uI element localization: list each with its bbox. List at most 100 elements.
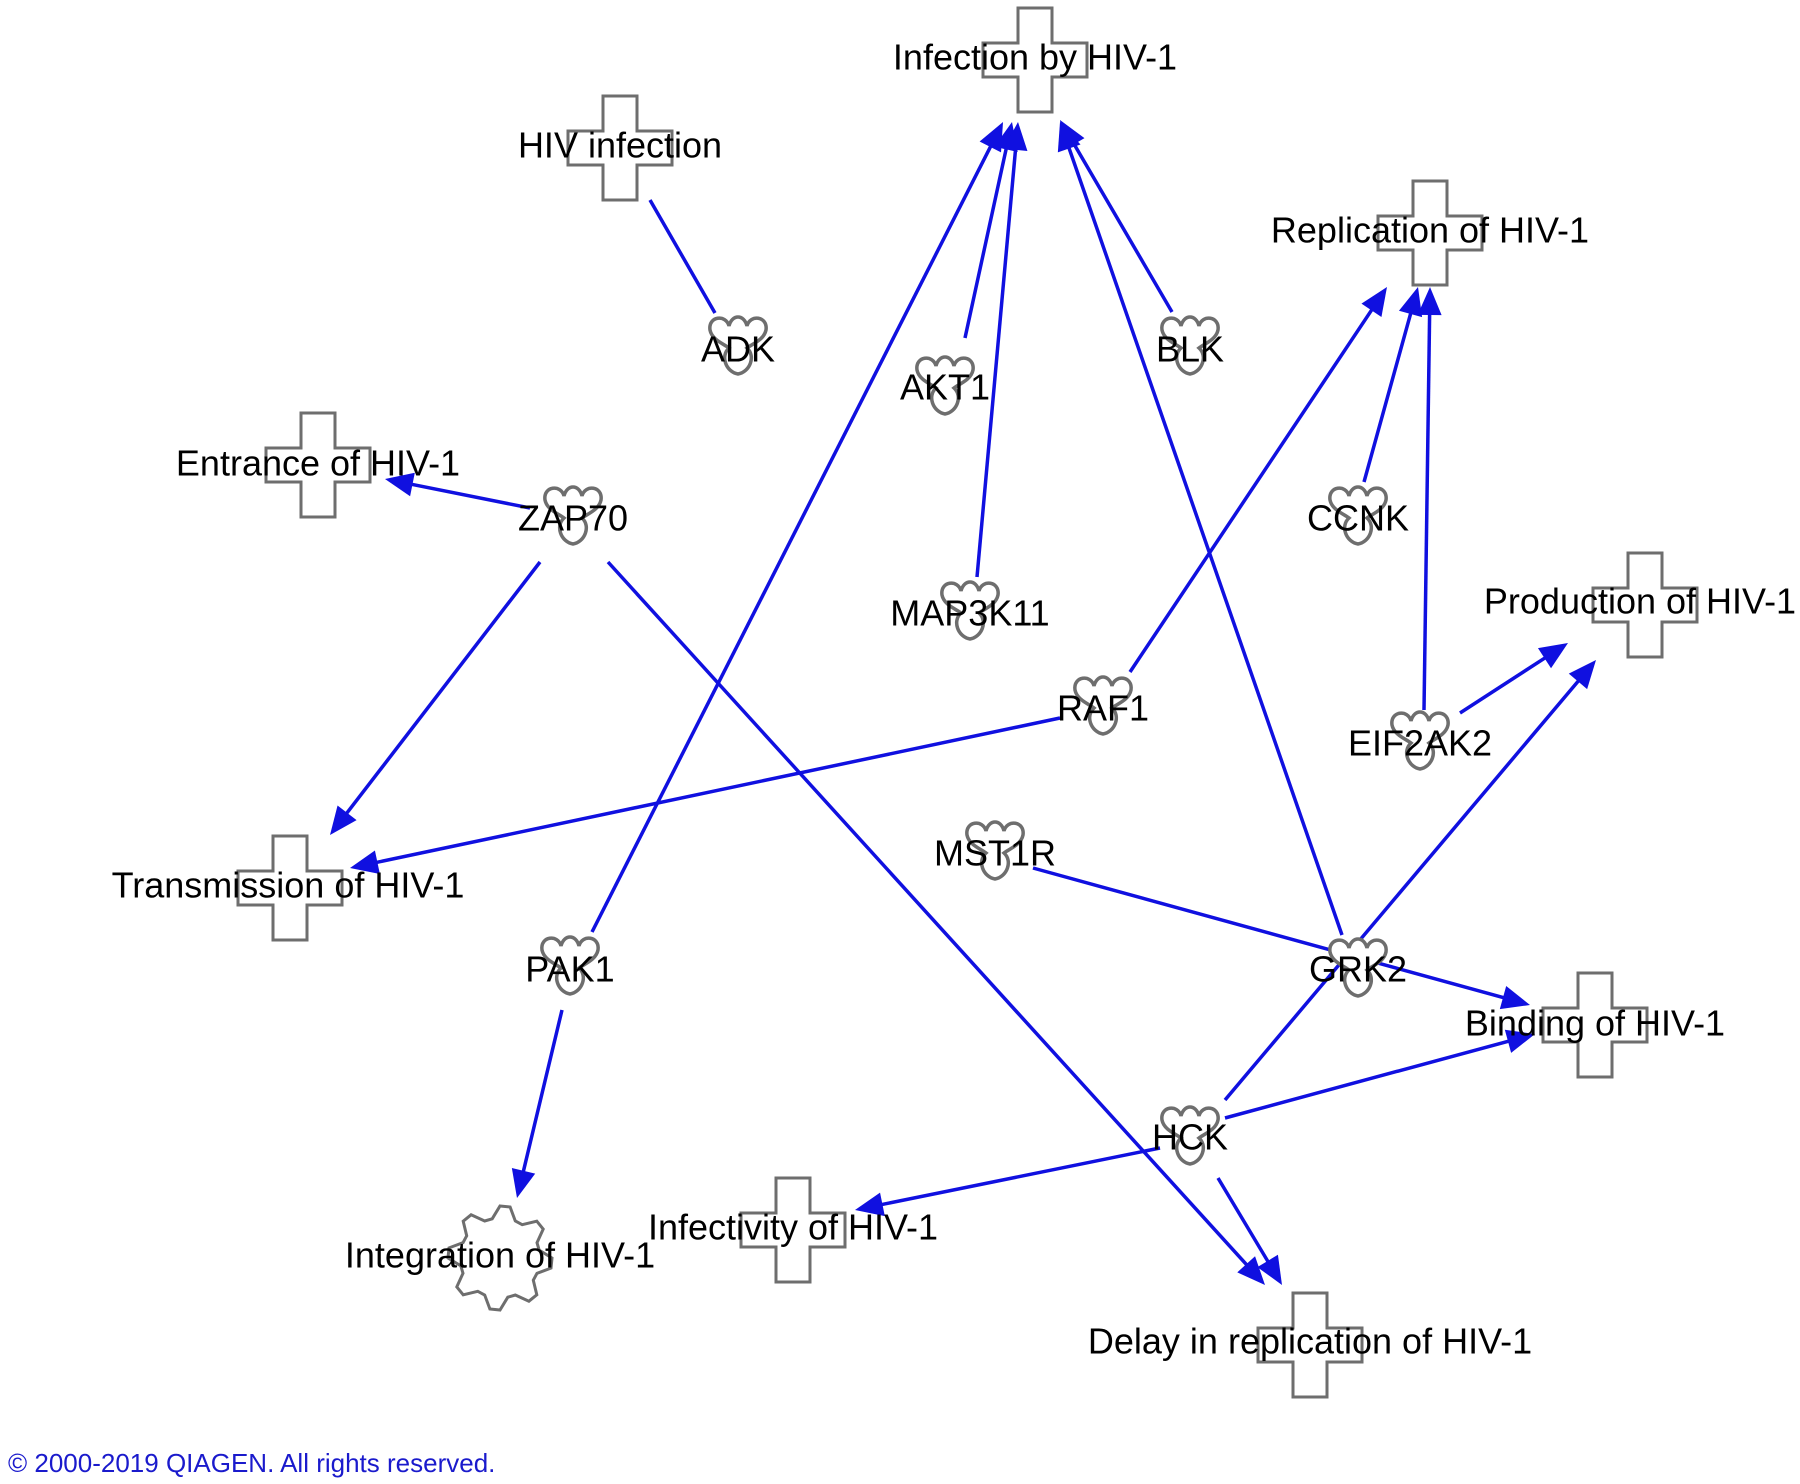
edge-line [975, 145, 1018, 578]
arrowhead [1398, 287, 1423, 318]
edge-line [648, 199, 717, 314]
edge-line [373, 716, 1061, 865]
arrowhead [511, 1167, 536, 1198]
node-label-ccnk: CCNK [1307, 498, 1409, 539]
copyright-notice: © 2000-2019 QIAGEN. All rights reserved. [8, 1448, 496, 1478]
node-shape-ccnk[interactable] [1328, 485, 1388, 546]
edge-zap70-to-delay-in-replication-of-hiv1 [606, 560, 1265, 1285]
node-label-hck: HCK [1152, 1117, 1228, 1158]
node-label-infectivity-of-hiv1: Infectivity of HIV-1 [648, 1207, 938, 1248]
edge-line [590, 142, 994, 933]
node-label-adk: ADK [701, 329, 775, 370]
node-shape-mst1r[interactable] [965, 820, 1025, 881]
node-shape-zap70[interactable] [543, 485, 603, 546]
arrowhead [330, 805, 357, 835]
edge-line [963, 145, 1009, 339]
edge-raf1-to-transmission-of-hiv1 [350, 716, 1061, 874]
node-shape-delay-in-replication-of-hiv1[interactable] [1256, 1291, 1364, 1399]
node-shape-replication-of-hiv1[interactable] [1376, 179, 1484, 287]
edge-pak1-to-infection-by-hiv1 [590, 122, 1003, 933]
edge-line [1066, 144, 1344, 936]
arrowhead [1537, 643, 1568, 669]
node-shape-raf1[interactable] [1073, 675, 1133, 736]
nodes-layer [236, 6, 1699, 1399]
node-label-zap70: ZAP70 [518, 498, 628, 539]
arrowhead [1257, 1254, 1282, 1285]
edge-mst1r-to-binding-of-hiv1 [1032, 866, 1530, 1010]
edge-line [878, 1146, 1161, 1207]
arrowhead [1417, 287, 1442, 316]
edge-line [1362, 309, 1414, 483]
node-shape-infectivity-of-hiv1[interactable] [739, 1176, 847, 1284]
edge-zap70-to-transmission-of-hiv1 [330, 560, 542, 835]
arrowhead [1057, 122, 1081, 153]
edge-line [606, 560, 1251, 1269]
arrowhead [1568, 660, 1596, 690]
edge-line [1070, 139, 1174, 313]
arrowhead [1237, 1256, 1265, 1285]
edge-raf1-to-replication-of-hiv1 [1128, 287, 1387, 673]
node-label-akt1: AKT1 [900, 367, 990, 408]
node-shape-eif2ak2[interactable] [1390, 710, 1450, 771]
node-shape-hiv-infection[interactable] [566, 94, 674, 202]
arrowhead [1499, 985, 1530, 1010]
node-label-infection-by-hiv1: Infection by HIV-1 [893, 37, 1177, 78]
edge-line [1223, 677, 1582, 1102]
edges-layer [330, 120, 1596, 1285]
arrowhead [979, 122, 1003, 153]
edge-hck-to-production-of-hiv1 [1223, 660, 1596, 1102]
edge-eif2ak2-to-production-of-hiv1 [1459, 643, 1568, 715]
node-shape-grk2[interactable] [1328, 937, 1388, 998]
node-label-transmission-of-hiv1: Transmission of HIV-1 [112, 865, 465, 906]
node-label-binding-of-hiv1: Binding of HIV-1 [1465, 1003, 1725, 1044]
node-shape-production-of-hiv1[interactable] [1591, 551, 1699, 659]
arrowhead [855, 1192, 885, 1217]
node-label-integration-of-hiv1: Integration of HIV-1 [345, 1235, 655, 1276]
arrowhead [1003, 122, 1028, 151]
node-shape-transmission-of-hiv1[interactable] [236, 834, 344, 942]
node-label-mst1r: MST1R [934, 833, 1056, 874]
edge-line [1216, 1177, 1272, 1266]
edge-ccnk-to-replication-of-hiv1 [1362, 287, 1423, 483]
node-shape-akt1[interactable] [915, 355, 975, 416]
edge-line [408, 481, 531, 510]
edge-pak1-to-integration-of-hiv1 [511, 1009, 564, 1198]
node-shape-binding-of-hiv1[interactable] [1541, 971, 1649, 1079]
node-label-pak1: PAK1 [525, 949, 614, 990]
edge-hck-to-infectivity-of-hiv1 [855, 1146, 1161, 1217]
node-shape-entrance-of-hiv1[interactable] [264, 411, 372, 519]
edge-grk2-to-infection-by-hiv1 [1057, 122, 1344, 936]
node-label-entrance-of-hiv1: Entrance of HIV-1 [176, 443, 460, 484]
edge-line [1459, 654, 1549, 715]
node-shape-map3k11[interactable] [940, 580, 1000, 641]
arrowhead [1361, 287, 1387, 317]
node-shape-adk[interactable] [708, 315, 768, 376]
node-label-map3k11: MAP3K11 [890, 593, 1049, 634]
arrowhead [385, 472, 415, 497]
node-label-hiv-infection: HIV infection [518, 125, 722, 166]
node-label-eif2ak2: EIF2AK2 [1348, 723, 1492, 764]
edge-hck-to-binding-of-hiv1 [1224, 1029, 1535, 1120]
node-shape-blk[interactable] [1160, 315, 1220, 376]
arrowhead [1504, 1029, 1535, 1053]
edge-hiv-infection-to-adk [648, 199, 717, 314]
edge-map3k11-to-infection-by-hiv1 [975, 122, 1028, 578]
edge-zap70-to-entrance-of-hiv1 [385, 472, 531, 510]
node-label-raf1: RAF1 [1057, 688, 1149, 729]
node-shape-infection-by-hiv1[interactable] [981, 6, 1089, 114]
node-label-replication-of-hiv1: Replication of HIV-1 [1271, 210, 1589, 251]
edge-line [1032, 866, 1508, 1001]
node-shape-hck[interactable] [1160, 1105, 1220, 1166]
node-shape-integration-of-hiv1[interactable] [446, 1204, 554, 1312]
edge-eif2ak2-to-replication-of-hiv1 [1417, 287, 1442, 711]
edge-line [520, 1009, 564, 1176]
edge-line [343, 560, 542, 818]
edge-line [1422, 310, 1432, 711]
node-label-grk2: GRK2 [1309, 949, 1407, 990]
edge-line [1128, 305, 1376, 673]
node-shape-pak1[interactable] [540, 935, 600, 996]
node-label-blk: BLK [1156, 329, 1224, 370]
edge-line [1224, 1038, 1513, 1120]
node-label-production-of-hiv1: Production of HIV-1 [1484, 581, 1796, 622]
